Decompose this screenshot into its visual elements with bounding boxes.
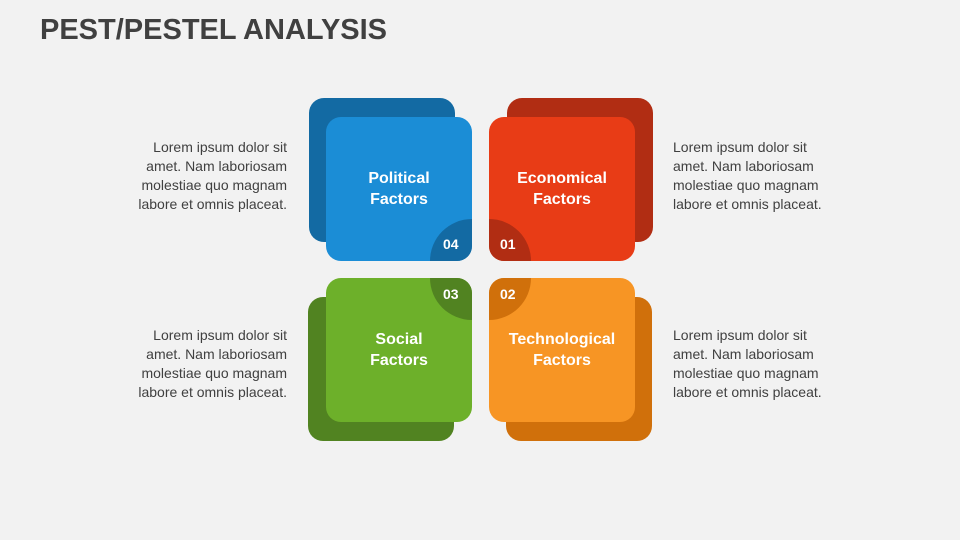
political-number: 04 [443, 236, 459, 252]
economical-card: Economical Factors 01 [489, 117, 635, 261]
description-bottom-right: Lorem ipsum dolor sit amet. Nam laborios… [673, 327, 822, 400]
economical-number: 01 [500, 236, 516, 252]
political-card: Political Factors 04 [326, 117, 472, 261]
social-label: Social Factors [370, 331, 428, 369]
description-top-right: Lorem ipsum dolor sit amet. Nam laborios… [673, 139, 822, 212]
social-card: Social Factors 03 [326, 278, 472, 422]
social-number: 03 [443, 286, 459, 302]
economical-label: Economical Factors [517, 170, 607, 208]
page-title: PEST/PESTEL ANALYSIS [40, 14, 388, 46]
political-label: Political Factors [368, 170, 430, 208]
description-bottom-left: Lorem ipsum dolor sit amet. Nam laborios… [138, 327, 287, 400]
description-top-left: Lorem ipsum dolor sit amet. Nam laborios… [138, 139, 287, 212]
technological-number: 02 [500, 286, 516, 302]
technological-card: Technological Factors 02 [489, 278, 635, 422]
technological-label: Technological Factors [508, 331, 616, 369]
